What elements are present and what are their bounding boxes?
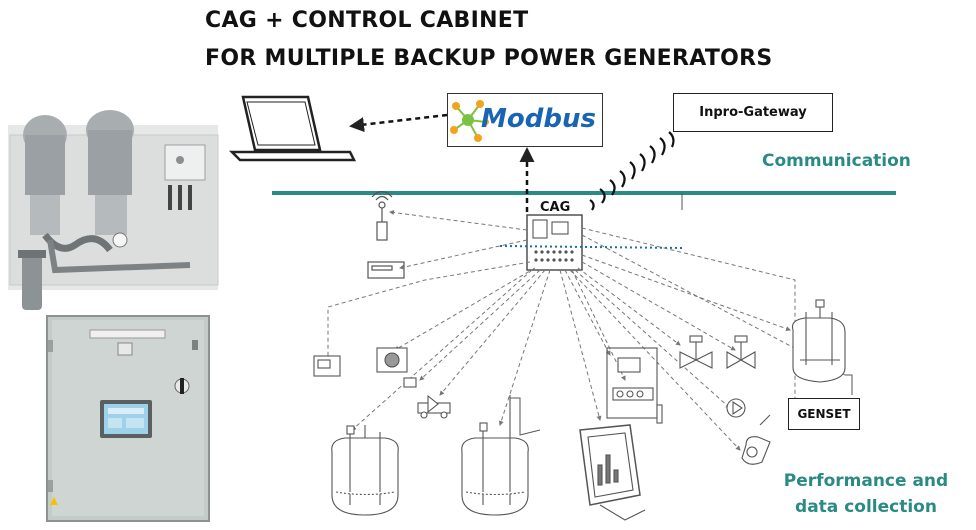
modbus-box: Modbus: [447, 93, 603, 147]
monitor-chart-icon: [579, 424, 646, 521]
modbus-label: Modbus: [481, 104, 596, 134]
sensor-icon: [313, 355, 341, 377]
wireless-signal-icon: [589, 131, 675, 211]
cag-device: [526, 214, 583, 271]
genset-box: GENSET: [788, 398, 860, 430]
cag-label: CAG: [540, 200, 571, 215]
valve-icon: [679, 335, 713, 369]
valve-icon: [417, 394, 451, 419]
title-line-1: CAG + CONTROL CABINET: [205, 8, 529, 33]
pump-icon: [726, 398, 771, 465]
inpro-gateway-box: Inpro-Gateway: [673, 93, 833, 132]
valve-icon: [726, 335, 756, 369]
sensor-icon: [376, 347, 408, 373]
tank-icon: [461, 395, 529, 516]
tank-icon: [331, 425, 399, 516]
modbus-to-laptop-arrow: [349, 113, 448, 133]
laptop-icon: [228, 95, 357, 162]
modbus-logo-icon: [450, 100, 489, 142]
communication-label: Communication: [762, 151, 911, 171]
title-line-2: FOR MULTIPLE BACKUP POWER GENERATORS: [205, 46, 773, 71]
tank-icon: [791, 299, 846, 383]
performance-label: Performance and data collection: [783, 471, 949, 517]
antenna-icon: [367, 190, 405, 279]
control-panel-icon: [606, 347, 663, 424]
